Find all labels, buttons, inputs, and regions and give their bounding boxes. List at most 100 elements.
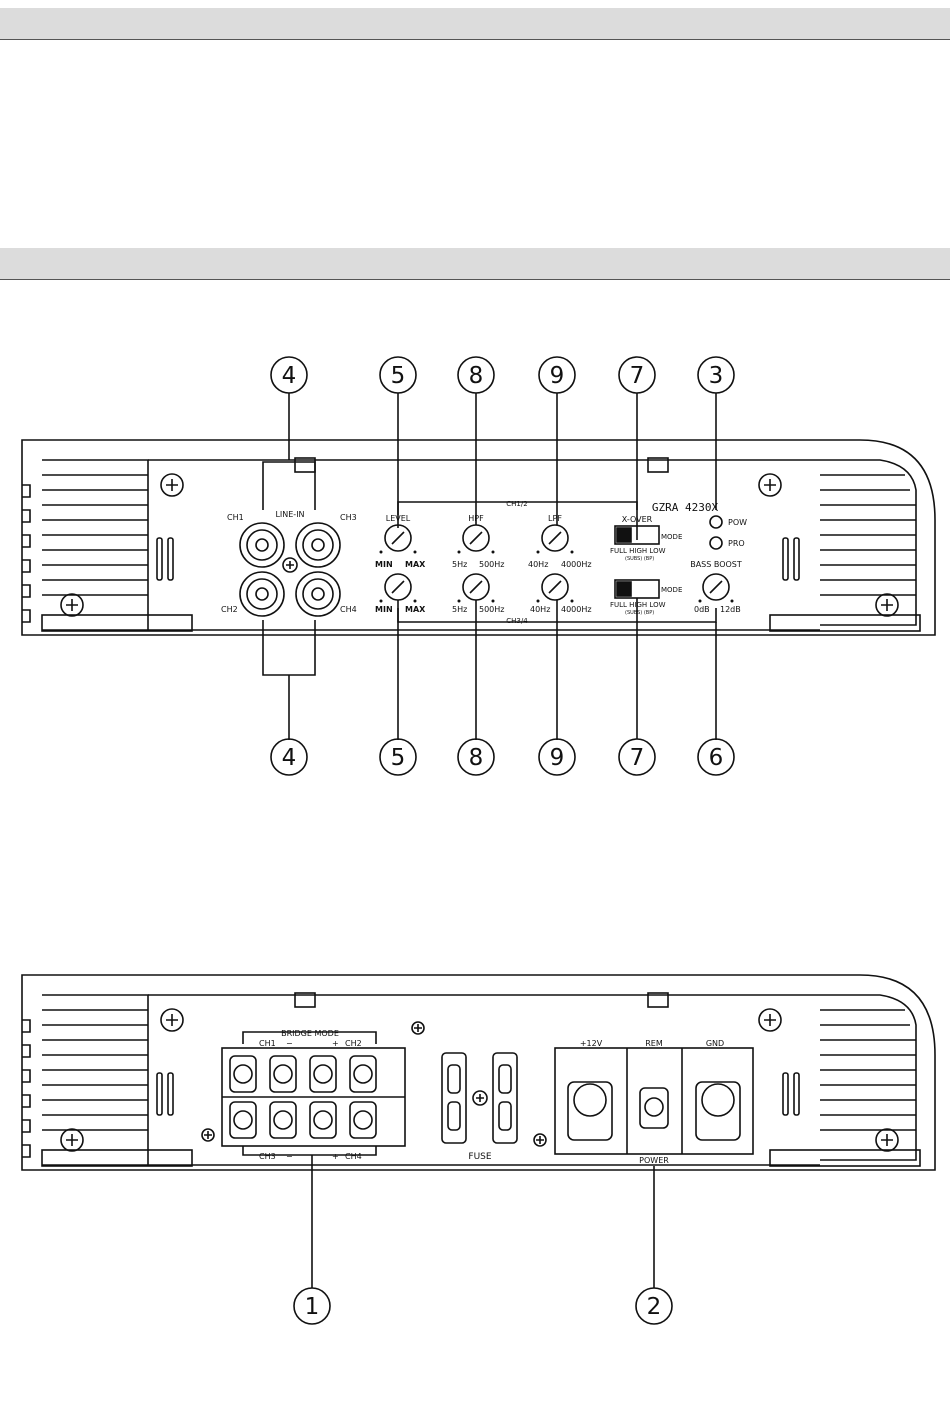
header-band-2 (0, 248, 950, 280)
knobs-row-1 (384, 524, 569, 552)
rear-heatsink-right (782, 1009, 916, 1131)
callout-6-bottom: 6 (697, 738, 735, 776)
screw-icon (472, 1090, 488, 1106)
svg-text:3: 3 (709, 363, 724, 389)
screw-icon (60, 593, 84, 617)
ch4-label: CH4 (340, 605, 357, 614)
lpf-knob-ch34 (541, 573, 569, 601)
svg-text:8: 8 (469, 363, 484, 389)
lpf-max-label: 4000Hz (561, 560, 592, 569)
callout-4-top: 4 (270, 356, 308, 460)
svg-text:7: 7 (630, 745, 645, 771)
screw-icons (60, 473, 899, 617)
screw-icon (875, 593, 899, 617)
callouts-bottom: 4 5 8 9 7 6 (270, 598, 735, 776)
callout-3-top: 3 (697, 356, 735, 510)
power-label: POWER (639, 1156, 669, 1165)
terminal-rem (639, 1087, 669, 1129)
minus-label-2: − (286, 1152, 293, 1161)
hpf-label: HPF (468, 514, 484, 523)
bass-boost-knob (702, 573, 730, 601)
plus-label-2: + (332, 1152, 339, 1161)
rca-jack-ch1 (239, 522, 285, 568)
svg-text:4: 4 (282, 363, 297, 389)
line-in-label: LINE-IN (275, 510, 304, 519)
svg-text:CH1/2: CH1/2 (506, 500, 527, 508)
screw-icon (758, 473, 782, 497)
ch2-label: CH2 (221, 605, 238, 614)
rear-screw-icons (60, 1008, 899, 1152)
lpf-knob-ch12 (541, 524, 569, 552)
speaker-terminals-row-2 (229, 1101, 377, 1139)
front-chassis (21, 439, 936, 636)
speaker-terminals-row-1 (229, 1055, 377, 1093)
level-label: LEVEL (386, 514, 411, 523)
lpf-min-label-2: 40Hz (530, 605, 550, 614)
screw-icon (411, 1021, 425, 1035)
ch3-label: CH3 (340, 513, 357, 522)
min-label-2: MIN (375, 605, 393, 614)
bass-boost-max: 12dB (720, 605, 741, 614)
callout-7-bottom: 7 (618, 598, 656, 776)
gnd-label: GND (706, 1039, 724, 1048)
screw-icon (282, 557, 298, 573)
callouts-top: 4 5 8 9 7 3 (270, 356, 735, 540)
rear-ch4-label: CH4 (345, 1152, 362, 1161)
rear-ch1-label: CH1 (259, 1039, 276, 1048)
rear-ch3-label: CH3 (259, 1152, 276, 1161)
max-label: MAX (405, 560, 426, 569)
bridge-mode-label: BRIDGE MODE (281, 1029, 339, 1038)
speaker-terminal-block (221, 1047, 406, 1147)
level-knob-ch12 (384, 524, 412, 552)
line-in-bracket (262, 461, 316, 510)
rca-jacks (239, 522, 341, 617)
svg-text:(SUBS) (BP): (SUBS) (BP) (625, 610, 654, 616)
screw-icon (160, 473, 184, 497)
screw-icon (533, 1133, 547, 1147)
ch12-bus: CH1/2 (397, 500, 638, 515)
minus-label: − (286, 1039, 293, 1048)
led-pro (709, 536, 723, 550)
bass-boost-label: BASS BOOST (690, 560, 742, 569)
xover-label: X-OVER (622, 515, 653, 524)
terminal-gnd (695, 1081, 741, 1141)
svg-text:5: 5 (391, 745, 406, 771)
rear-chassis (21, 974, 936, 1171)
callout-1: 1 (293, 1287, 331, 1325)
xover-switch-ch12 (614, 525, 660, 545)
callout-9-bottom: 9 (538, 738, 576, 776)
svg-text:6: 6 (709, 745, 724, 771)
rear-panel-diagram: BRIDGE MODE CH1 − + CH2 CH3 − + CH4 FUSE… (21, 974, 936, 1325)
mode-label-2: MODE (661, 586, 682, 594)
model-label: GZRA 4230X (652, 501, 719, 514)
callout-7-top: 7 (618, 356, 656, 540)
lpf-max-label-2: 4000Hz (561, 605, 592, 614)
heatsink-right (782, 474, 916, 596)
rear-heatsink-left (22, 1009, 174, 1158)
svg-text:4: 4 (282, 745, 297, 771)
screw-icon (60, 1128, 84, 1152)
led-pow (709, 515, 723, 529)
pow-label: POW (728, 518, 747, 527)
rca-jack-ch3 (295, 522, 341, 568)
svg-text:8: 8 (469, 745, 484, 771)
front-panel-diagram: 4 5 8 9 7 3 (21, 356, 936, 776)
svg-text:2: 2 (647, 1294, 662, 1320)
max-label-2: MAX (405, 605, 426, 614)
hpf-max-label: 500Hz (479, 560, 504, 569)
lpf-label: LPF (548, 514, 562, 523)
svg-text:CH3/4: CH3/4 (506, 617, 528, 625)
screw-icon (875, 1128, 899, 1152)
12v-label: +12V (580, 1039, 603, 1048)
hpf-max-label-2: 500Hz (479, 605, 504, 614)
svg-text:(SUBS) (BP): (SUBS) (BP) (625, 556, 654, 562)
bass-boost-min: 0dB (694, 605, 710, 614)
rca-jack-ch2 (239, 571, 285, 617)
rem-label: REM (645, 1039, 663, 1048)
screw-icon (201, 1128, 215, 1142)
rca-jack-ch4 (295, 571, 341, 617)
ch1-label: CH1 (227, 513, 244, 522)
svg-text:7: 7 (630, 363, 645, 389)
fuse-label: FUSE (468, 1152, 491, 1162)
callout-8-top: 8 (457, 356, 495, 525)
